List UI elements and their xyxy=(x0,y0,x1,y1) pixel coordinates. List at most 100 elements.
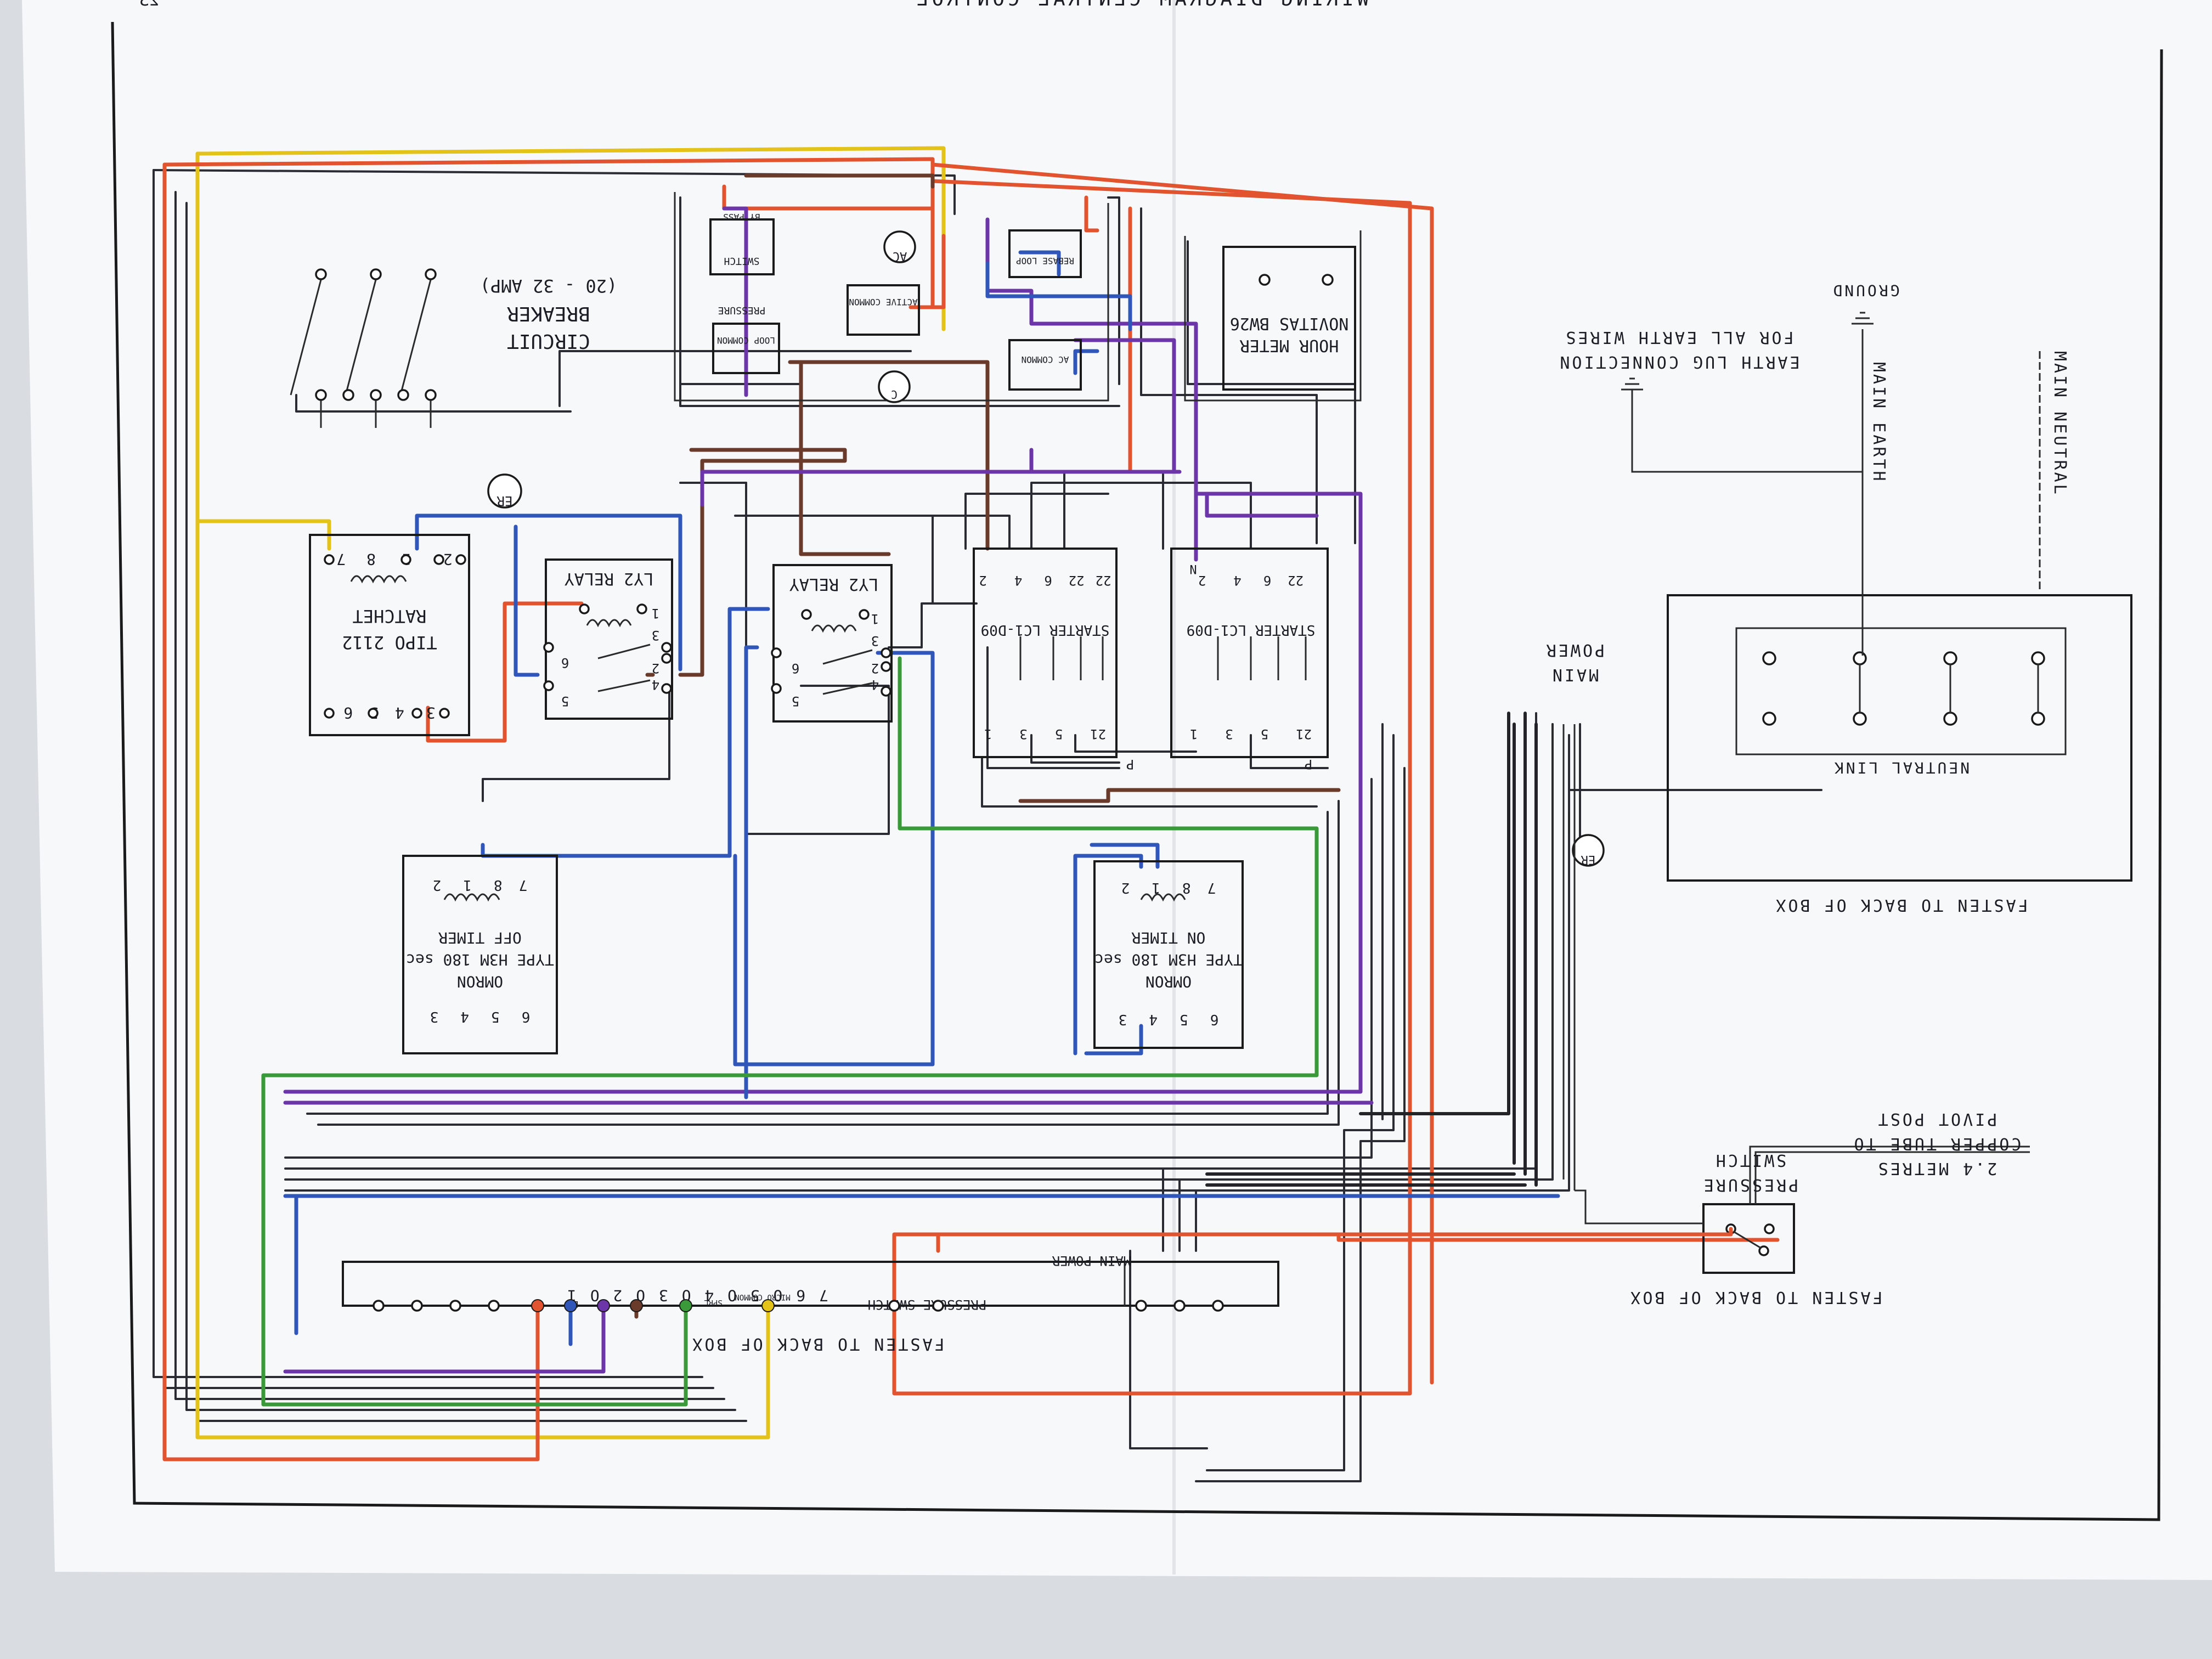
copper-tube-label-1: 2.4 METRES xyxy=(1876,1159,1997,1178)
pressure-switch-small-label-3: BY PASS xyxy=(723,212,760,222)
starter-left-label: STARTER LC1-D09 xyxy=(981,622,1110,638)
relay-left-pin-4: 4 xyxy=(652,677,659,692)
terminal-strip-numbers: 7 6 O 5 O 4 O 3 O 2 O 1 xyxy=(565,1286,828,1305)
earth-lug-icon xyxy=(1621,377,1863,473)
main-earth-label: MAIN EARTH xyxy=(1869,362,1888,483)
ground-icon xyxy=(1852,312,1874,325)
active-common-block xyxy=(847,284,920,336)
relay-left-pin-3: 3 xyxy=(652,628,659,643)
control-subbox: PRESSURE SWITCH BY PASS LOOP COMMON ACTI… xyxy=(674,192,1109,403)
pressure-switch-small-label-2: SWITCH xyxy=(724,255,759,267)
rebase-loop-label: REBASE LOOP xyxy=(1016,256,1074,266)
earth-lug-label-1: EARTH LUG CONNECTION xyxy=(1558,352,1799,371)
hour-meter-label-1: HOUR METER xyxy=(1239,336,1339,355)
ac-indicator-label: AC xyxy=(893,249,907,263)
neutral-link-label: NEUTRAL LINK xyxy=(1832,759,1970,777)
starter-left-top-pins: 2222642 xyxy=(979,573,1111,588)
ac-indicator xyxy=(883,230,916,263)
starter-left: 2222642 STARTER LC1-D09 21531 P xyxy=(973,548,1134,772)
pressure-switch-small-label-1: PRESSURE xyxy=(718,304,766,316)
terminal-strip-sprl: SPRL xyxy=(704,1298,723,1307)
copper-tube-label-3: PIVOT POST xyxy=(1876,1109,1997,1128)
er-marker-right-label: ER xyxy=(1581,853,1595,866)
loop-common-block xyxy=(712,323,780,374)
outer-frame xyxy=(111,21,2163,1521)
terminal-strip: 7 6 O 5 O 4 O 3 O 2 O 1 ER MICRO COMMON … xyxy=(342,1253,1279,1353)
main-power-cable xyxy=(1551,724,1576,1190)
neutral-link-box: NEUTRAL LINK FASTEN TO BACK OF BOX xyxy=(1667,594,2132,915)
relay-right-pin-1: 1 xyxy=(871,611,879,627)
terminal-strip-micro-common: MICRO COMMON xyxy=(735,1293,790,1301)
starter-left-bottom-pins: 21531 xyxy=(984,726,1106,742)
ly2-relay-left: LY2 RELAY 4 2 3 1 6 5 xyxy=(543,558,673,720)
breaker-label-1: CIRCUIT xyxy=(507,330,590,352)
ratchet-label-2: RATCHET xyxy=(353,606,427,627)
diagram-title: WIRING DIAGRAM CENTRAL CONTROL xyxy=(913,0,1369,10)
page-number: 23 xyxy=(139,0,159,10)
loop-common-label: LOOP COMMON xyxy=(717,335,775,346)
on-timer-bottom-pins: 6543 xyxy=(1119,1011,1219,1028)
colored-wires xyxy=(162,146,1780,1462)
hour-meter-label-2: NOVITAS BW26 xyxy=(1230,314,1349,333)
ratchet-relay: 2187 TIPO 2112 RATCHET 3456 xyxy=(309,534,470,736)
pressure-switch-right-label-1: PRESSURE xyxy=(1702,1175,1799,1194)
main-power-label-2: POWER xyxy=(1544,640,1605,659)
starter-right-label: STARTER LC1-D09 xyxy=(1187,622,1316,638)
ac-common-label: AC COMMON xyxy=(1022,354,1069,365)
er-marker-top xyxy=(487,473,522,509)
c-indicator-label: C xyxy=(891,388,898,401)
off-timer-label-3: OFF TIMER xyxy=(438,929,522,947)
relay-right-pin-6: 6 xyxy=(792,661,799,676)
starter-right: 22642 N STARTER LC1-D09 21531 P xyxy=(1170,548,1329,772)
er-marker-top-label: ER xyxy=(496,493,512,509)
breaker-label-2: BREAKER xyxy=(507,302,590,325)
starter-right-bottom-pins: 21531 xyxy=(1190,726,1312,742)
pressure-switch-right-fasten: FASTEN TO BACK OF BOX xyxy=(1628,1288,1882,1307)
relay-left-pin-2: 2 xyxy=(652,661,659,676)
main-power-label-1: MAIN xyxy=(1550,665,1599,684)
active-common-label: ACTIVE COMMON xyxy=(849,297,917,307)
relay-left-pin-1: 1 xyxy=(652,606,659,621)
off-timer-label-1: OMRON xyxy=(457,973,503,991)
ly2-relay-right: LY2 RELAY 4 2 3 1 6 5 xyxy=(771,564,893,723)
hour-meter: HOUR METER NOVITAS BW26 xyxy=(1184,230,1362,402)
relay-right-label: LY2 RELAY xyxy=(789,574,879,594)
relay-left-label: LY2 RELAY xyxy=(565,569,654,588)
terminal-strip-main-power: MAIN POWER xyxy=(1052,1253,1131,1268)
ground-label: GROUND xyxy=(1831,281,1899,300)
relay-right-pin-4: 4 xyxy=(871,677,879,692)
on-timer-label-1: OMRON xyxy=(1146,973,1192,991)
circuit-breaker: CIRCUIT BREAKER (20 - 32 AMP) xyxy=(290,268,617,428)
main-neutral-label: MAIN NEUTRAL xyxy=(2050,351,2069,496)
pressure-switch-right-label-2: SWITCH xyxy=(1714,1150,1786,1170)
relay-right-pin-2: 2 xyxy=(871,661,879,676)
rebase-loop-block xyxy=(1008,229,1082,278)
relay-left-pin-5: 5 xyxy=(561,693,569,709)
terminal-strip-pressure-switch: PRESSURE SWITCH xyxy=(868,1297,987,1312)
off-timer-top-pins: 7812 xyxy=(433,877,528,893)
neutral-box-fasten: FASTEN TO BACK OF BOX xyxy=(1774,895,2028,915)
omron-on-timer: 7812 ON TIMER TYPE H3M 180 sec OMRON 654… xyxy=(1093,860,1244,1049)
starter-right-n: N xyxy=(1189,562,1197,575)
relay-right-pin-5: 5 xyxy=(792,693,799,709)
copper-tube-label-2: COPPER TUBE TO xyxy=(1852,1134,2022,1153)
relay-left-pin-6: 6 xyxy=(561,655,569,670)
pressure-switch-right xyxy=(1702,1146,2030,1274)
terminal-strip-fasten: FASTEN TO BACK OF BOX xyxy=(690,1334,944,1353)
c-indicator xyxy=(878,370,911,403)
pressure-switch-small xyxy=(709,218,775,275)
breaker-label-3: (20 - 32 AMP) xyxy=(480,275,617,296)
ratchet-top-pins: 2187 xyxy=(326,550,452,568)
starter-left-p: P xyxy=(1126,757,1134,772)
on-timer-top-pins: 7812 xyxy=(1121,879,1216,896)
er-marker-right xyxy=(1572,834,1605,867)
off-timer-bottom-pins: 6543 xyxy=(430,1008,531,1025)
ac-common-block xyxy=(1008,339,1082,391)
earth-lug-label-2: FOR ALL EARTH WIRES xyxy=(1564,328,1793,347)
ratchet-label-1: TIPO 2112 xyxy=(342,632,437,653)
on-timer-label-2: TYPE H3M 180 sec xyxy=(1094,951,1243,969)
starter-right-top-pins: 22642 xyxy=(1198,573,1304,588)
on-timer-label-3: ON TIMER xyxy=(1131,929,1205,947)
off-timer-label-2: TYPE H3M 180 sec xyxy=(406,951,554,969)
